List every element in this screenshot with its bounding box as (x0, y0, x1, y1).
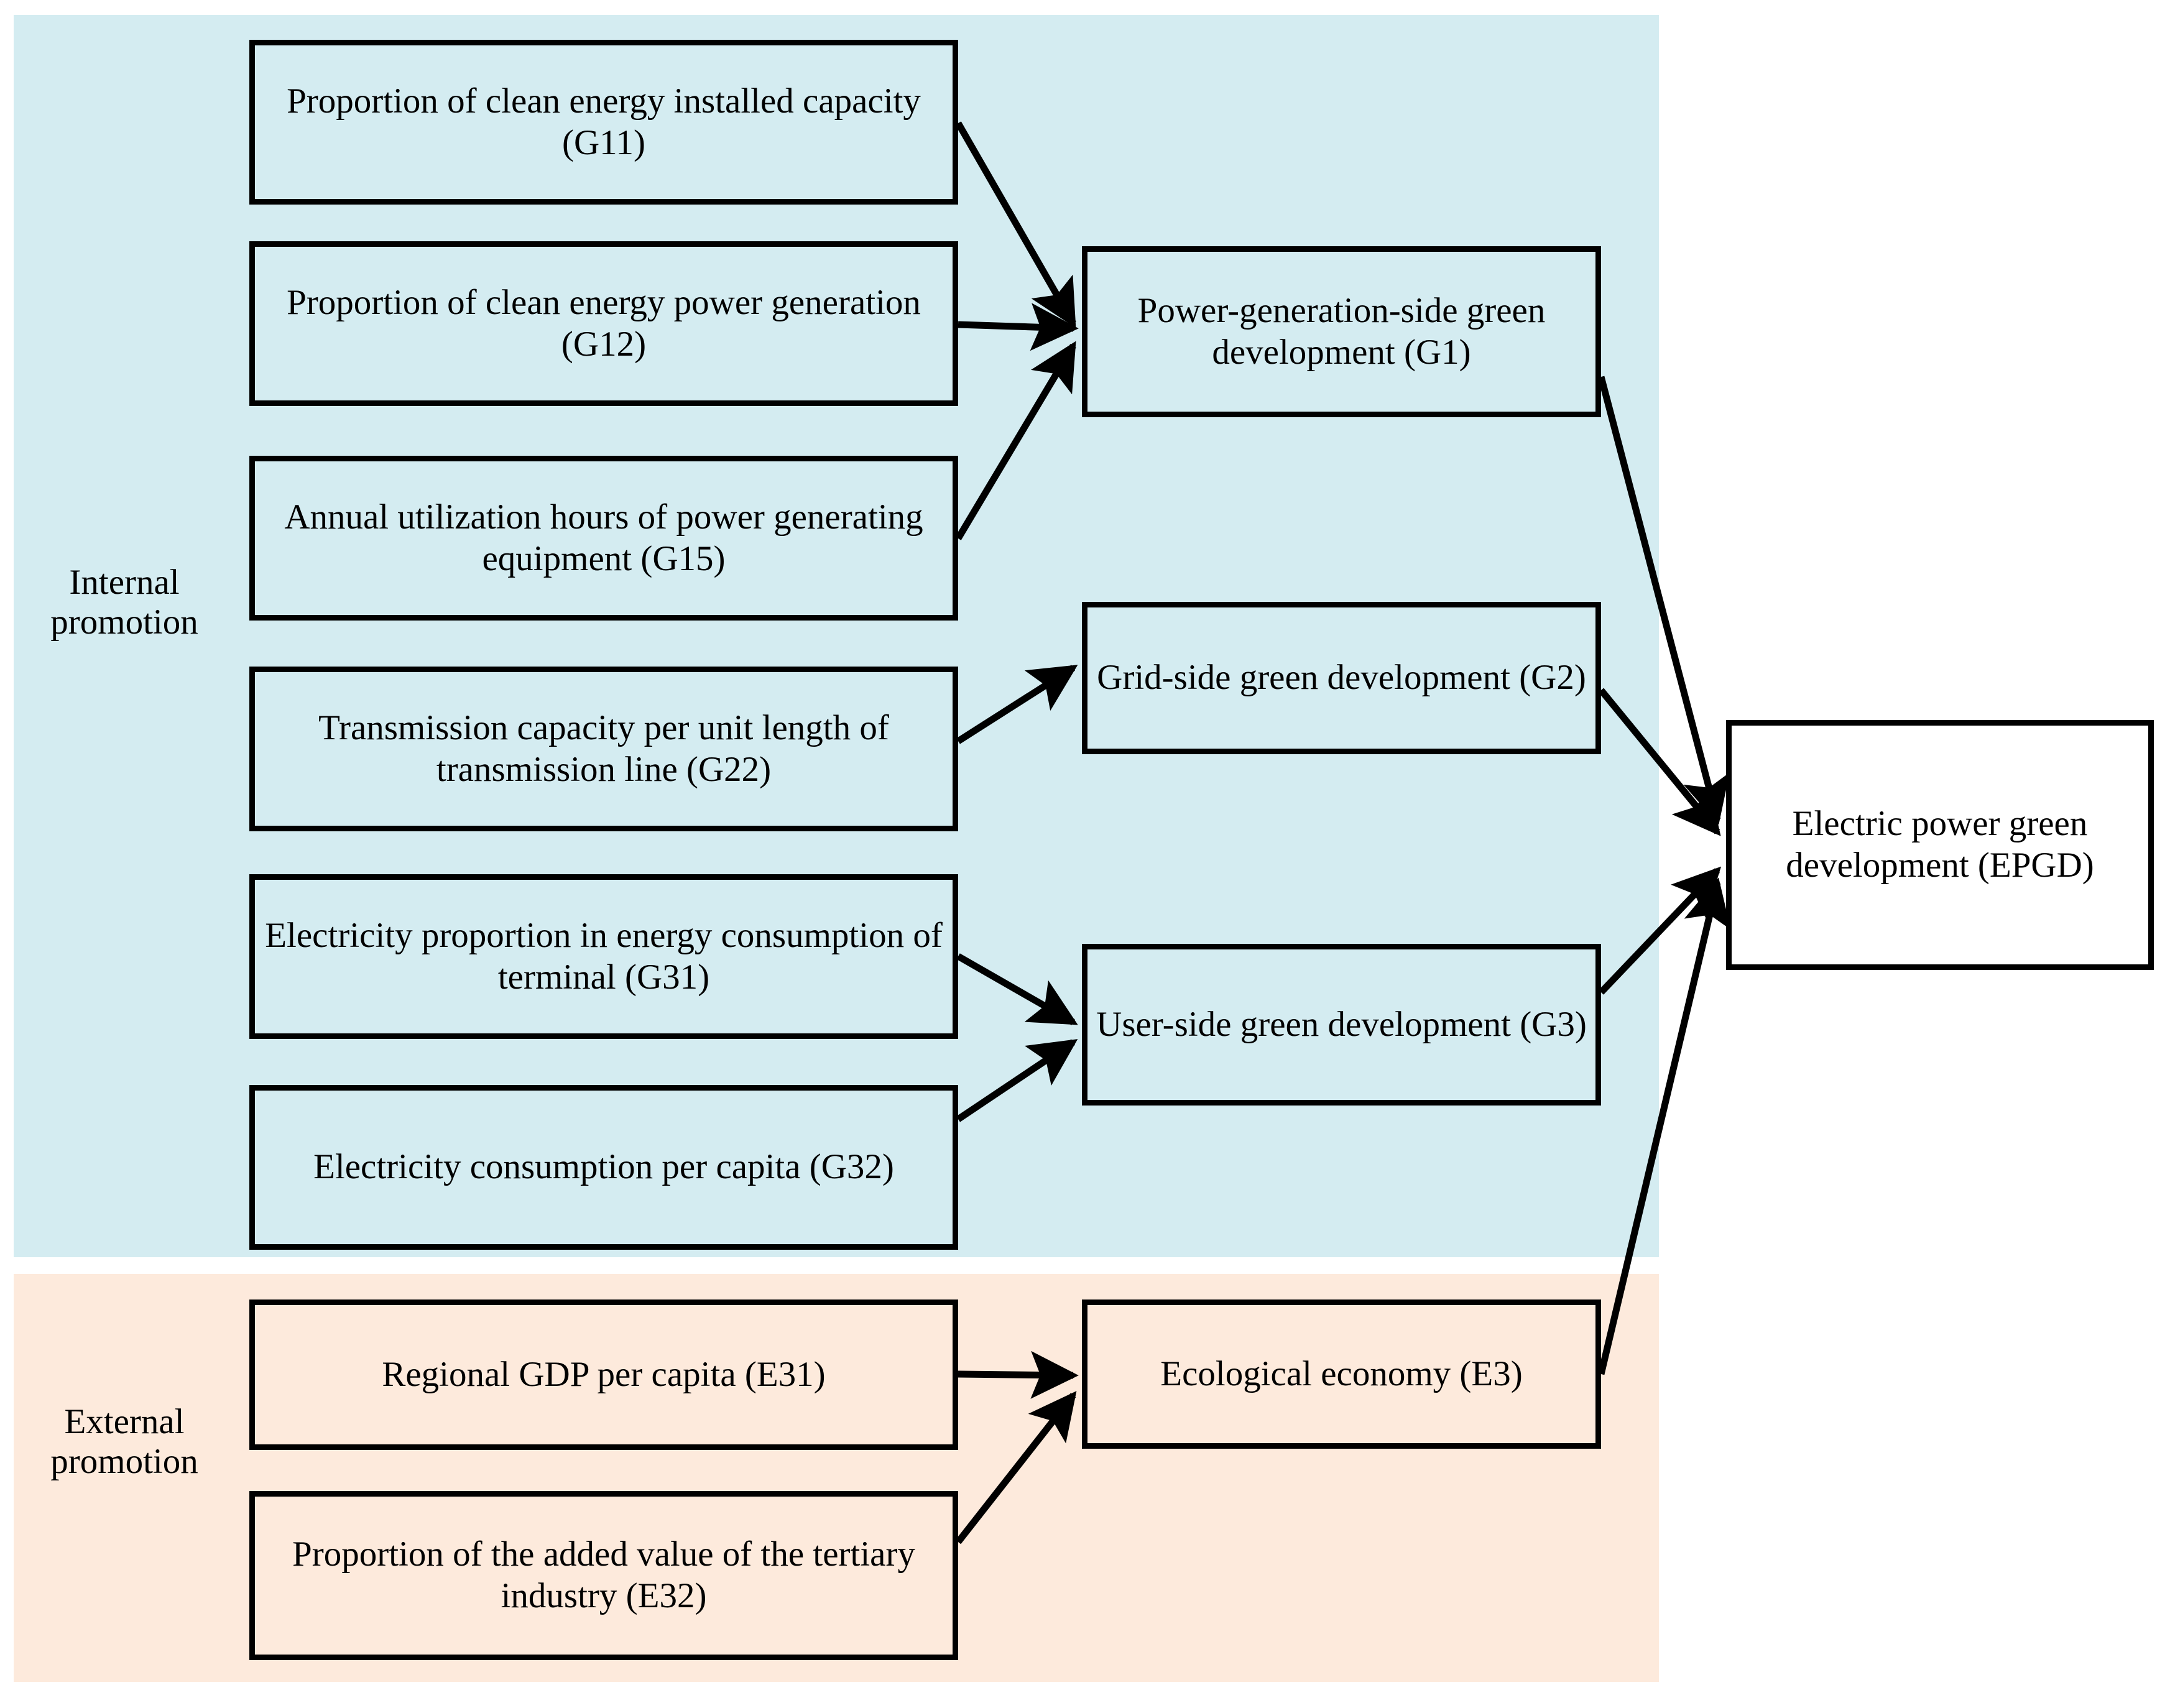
node-g31-label: Electricity proportion in energy consump… (265, 915, 943, 997)
node-g11[interactable]: Proportion of clean energy installed cap… (249, 40, 958, 205)
group-label-internal-promotion: Internal promotion (50, 563, 198, 642)
node-g22-label: Transmission capacity per unit length of… (318, 708, 889, 789)
node-epgd[interactable]: Electric power green development (EPGD) (1726, 720, 2154, 970)
node-g3-label: User-side green development (G3) (1096, 1004, 1587, 1044)
node-g22[interactable]: Transmission capacity per unit length of… (249, 667, 958, 831)
node-g12-label: Proportion of clean energy power generat… (287, 282, 921, 364)
group-label-external-promotion: External promotion (50, 1402, 198, 1481)
node-g31[interactable]: Electricity proportion in energy consump… (249, 874, 958, 1039)
node-e32[interactable]: Proportion of the added value of the ter… (249, 1491, 958, 1660)
node-g2[interactable]: Grid-side green development (G2) (1082, 602, 1601, 754)
node-g32[interactable]: Electricity consumption per capita (G32) (249, 1085, 958, 1250)
node-g15-label: Annual utilization hours of power genera… (284, 497, 923, 578)
node-g1[interactable]: Power-generation-side green development … (1082, 246, 1601, 417)
node-g32-label: Electricity consumption per capita (G32) (313, 1147, 894, 1187)
node-e31[interactable]: Regional GDP per capita (E31) (249, 1299, 958, 1450)
node-e3[interactable]: Ecological economy (E3) (1082, 1299, 1601, 1449)
node-g2-label: Grid-side green development (G2) (1097, 658, 1586, 698)
node-epgd-label: Electric power green development (EPGD) (1786, 804, 2094, 885)
node-g3[interactable]: User-side green development (G3) (1082, 944, 1601, 1106)
node-g12[interactable]: Proportion of clean energy power generat… (249, 241, 958, 406)
external-promotion-panel (14, 1274, 1659, 1682)
node-e3-label: Ecological economy (E3) (1160, 1354, 1523, 1393)
node-g11-label: Proportion of clean energy installed cap… (287, 81, 921, 162)
node-g1-label: Power-generation-side green development … (1137, 290, 1546, 372)
node-g15[interactable]: Annual utilization hours of power genera… (249, 456, 958, 621)
node-e32-label: Proportion of the added value of the ter… (292, 1535, 915, 1615)
node-e31-label: Regional GDP per capita (E31) (382, 1354, 826, 1394)
internal-promotion-panel (14, 15, 1659, 1257)
